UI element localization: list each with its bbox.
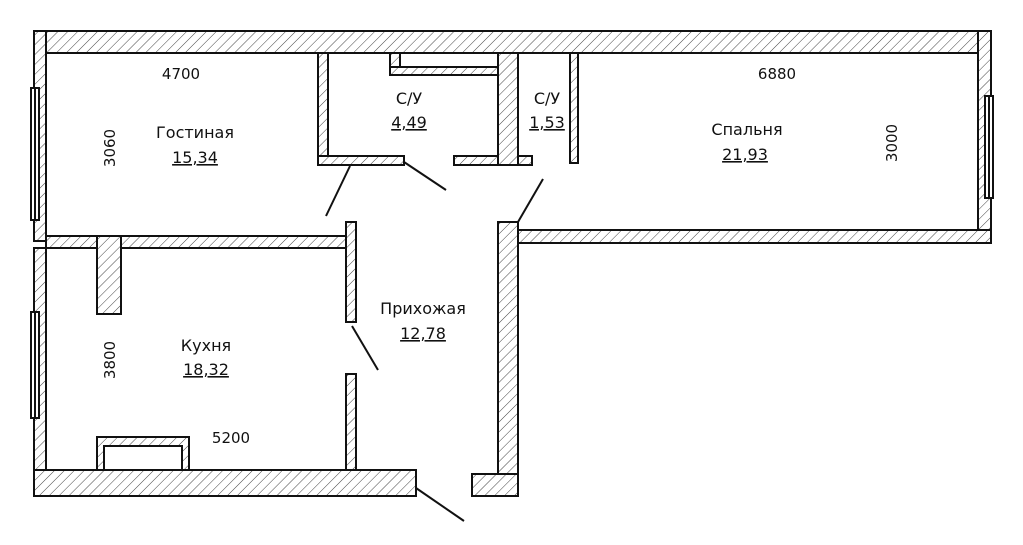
dim-bedroom-height: 3000 xyxy=(883,124,901,162)
room-area-living: 15,34 xyxy=(172,148,218,167)
room-area-bath2: 1,53 xyxy=(529,113,565,132)
doors xyxy=(325,161,544,522)
room-bedroom: Спальня 21,93 6880 3000 xyxy=(711,65,901,164)
room-name-living: Гостиная xyxy=(156,123,234,142)
room-hall: Прихожая 12,78 xyxy=(380,299,466,343)
room-bath2: С/У 1,53 xyxy=(529,89,565,132)
room-area-hall: 12,78 xyxy=(400,324,446,343)
interior-walls xyxy=(45,52,579,471)
dim-kitchen-width: 5200 xyxy=(212,429,250,447)
dim-living-width: 4700 xyxy=(162,65,200,83)
room-name-kitchen: Кухня xyxy=(181,336,231,355)
dim-living-height: 3060 xyxy=(101,129,119,167)
room-bath1: С/У 4,49 xyxy=(391,89,427,132)
room-area-kitchen: 18,32 xyxy=(183,360,229,379)
dim-bedroom-width: 6880 xyxy=(758,65,796,83)
room-name-bath2: С/У xyxy=(534,89,561,108)
room-name-hall: Прихожая xyxy=(380,299,466,318)
room-area-bedroom: 21,93 xyxy=(722,145,768,164)
room-living: Гостиная 15,34 4700 3060 xyxy=(101,65,234,167)
room-area-bath1: 4,49 xyxy=(391,113,427,132)
room-name-bedroom: Спальня xyxy=(711,120,782,139)
dim-kitchen-height: 3800 xyxy=(101,341,119,379)
room-name-bath1: С/У xyxy=(396,89,423,108)
windows xyxy=(30,87,994,419)
room-kitchen: Кухня 18,32 5200 3800 xyxy=(101,336,250,447)
